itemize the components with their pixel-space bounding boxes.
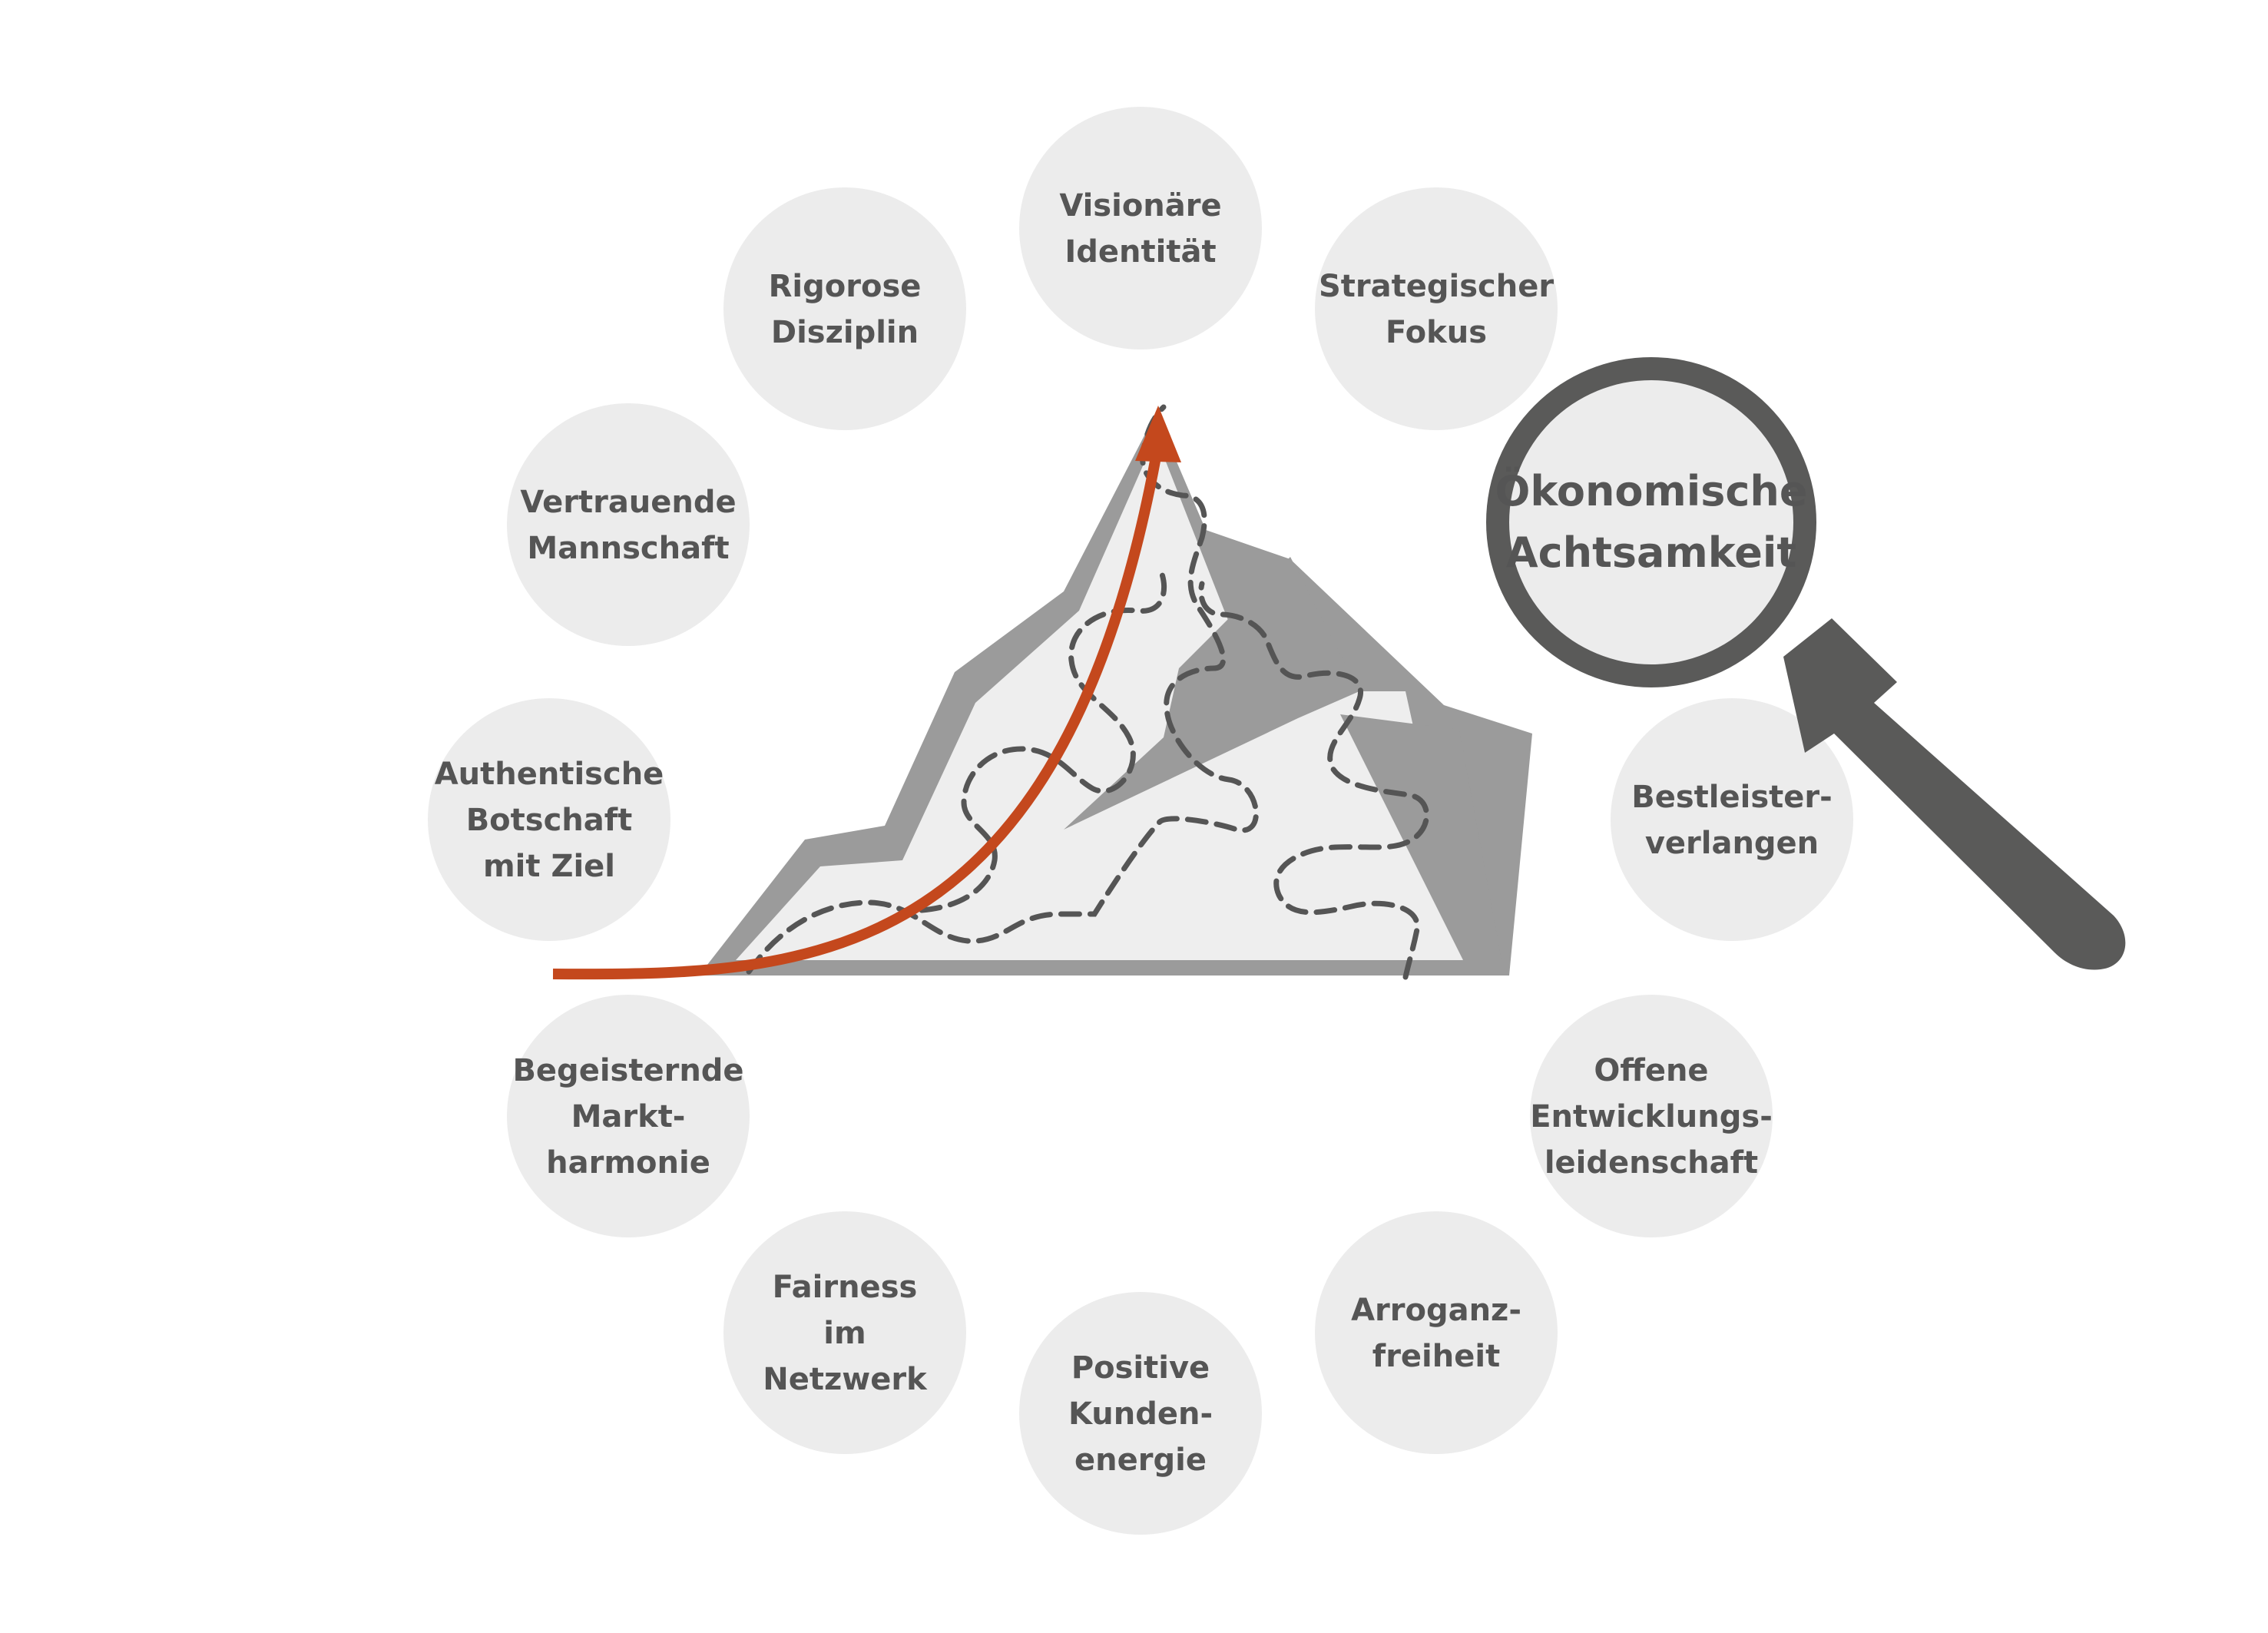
value-circle-bestleister-verlangen: Bestleister-verlangen [1611,698,1853,941]
value-circle-bg [1611,698,1853,941]
value-circle-bg [1019,107,1262,349]
mountain-illustration [699,404,1532,980]
value-circle-arroganzfreiheit: Arroganz-freiheit [1315,1211,1558,1454]
value-circle-bg [507,403,750,646]
value-circle-bg [507,995,750,1237]
growth-arrow-head [1135,406,1181,462]
value-circle-label: Arroganz-freiheit [1351,1293,1521,1374]
growth-arrow-line [552,455,1161,980]
value-circle-bg [1315,1211,1558,1454]
value-circle-bg [1530,995,1773,1237]
mountain-light-face [736,436,1463,960]
dashed-path-main [746,404,1259,975]
magnifier-handle [1783,618,2126,970]
magnifier-lens-glass [1509,380,1793,664]
value-circle-bg [1019,1292,1262,1535]
value-circle-label: Bestleister-verlangen [1631,780,1832,861]
growth-arrow-icon [552,406,1181,980]
mountain-dark-ridge [1064,557,1359,830]
value-circle-bg [723,187,966,430]
dashed-path-right [1198,581,1429,980]
value-circle-bg [428,698,670,941]
value-circle-bg [1315,187,1558,430]
mountain-dark-flank [1340,714,1502,960]
value-circle-bg [723,1211,966,1454]
